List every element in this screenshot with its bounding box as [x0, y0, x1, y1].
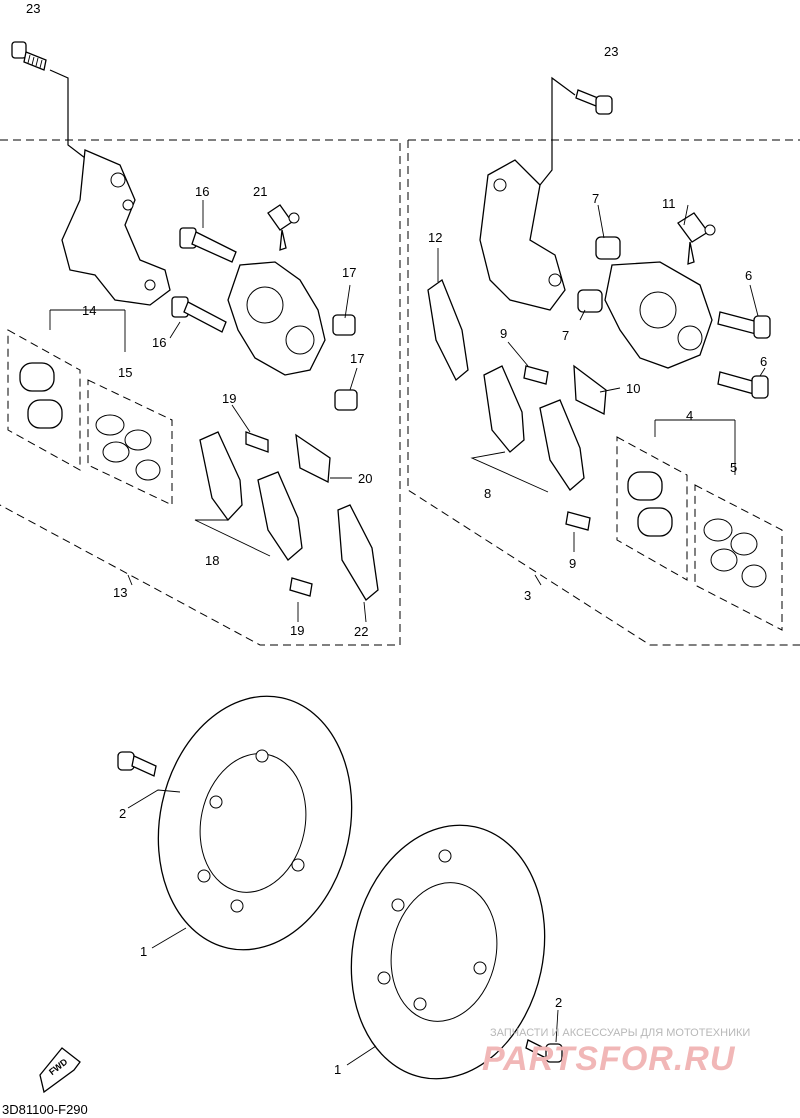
bushing-17-upper: [332, 314, 356, 336]
callout-16-lower: 16: [152, 335, 166, 350]
pad-spring-9-lower: [565, 511, 591, 531]
seals-5: [703, 518, 767, 588]
callout-20: 20: [358, 471, 372, 486]
bushing-17-lower: [334, 389, 358, 411]
pin-bolt-16-upper: [179, 227, 237, 263]
caliper-bracket-right: [479, 159, 566, 311]
brake-pad-18-outer: [199, 431, 243, 522]
bushing-7-upper: [595, 236, 621, 260]
pad-spring-19-upper: [245, 431, 269, 453]
forward-arrow-icon: FWD: [39, 1047, 81, 1094]
bushing-7-lower: [577, 289, 603, 313]
callout-11: 11: [662, 196, 676, 211]
watermark-brand: PARTSFOR.RU: [482, 1040, 736, 1078]
pin-bolt-6-lower: [717, 371, 769, 399]
brake-pad-18-inner: [257, 471, 303, 561]
watermark-logo: ЗАПЧАСТИ И АКСЕССУАРЫ ДЛЯ МОТОТЕХНИКИ PA…: [482, 1027, 750, 1078]
callout-9-upper: 9: [500, 326, 507, 341]
callout-7-upper: 7: [592, 191, 599, 206]
callout-1-left: 1: [140, 944, 147, 959]
callout-15: 15: [118, 365, 132, 380]
callout-8: 8: [484, 486, 491, 501]
pad-spring-19-lower: [289, 577, 313, 597]
pad-spring-22: [337, 504, 379, 601]
piston-box-left: [7, 329, 81, 471]
pad-spring-12: [427, 278, 469, 382]
callout-19-lower: 19: [290, 623, 304, 638]
callout-13: 13: [113, 585, 127, 600]
callout-4: 4: [686, 408, 693, 423]
pin-bolt-6-upper: [717, 311, 771, 339]
callout-23-left: 23: [26, 1, 40, 16]
callout-21: 21: [253, 184, 267, 199]
callout-9-lower: 9: [569, 556, 576, 571]
callout-22: 22: [354, 624, 368, 639]
left-assembly-boundary: [0, 139, 401, 646]
disc-bolt-2-right: [525, 1039, 563, 1063]
callout-7-lower: 7: [562, 328, 569, 343]
callout-1-right: 1: [334, 1062, 341, 1077]
brake-disc-left: [157, 695, 353, 951]
bleed-screw-11: [677, 212, 716, 265]
pad-shim-10: [573, 364, 607, 416]
pin-bolt-16-lower: [171, 296, 227, 333]
callout-12: 12: [428, 230, 442, 245]
callouts: 23 23 16 16 21 17 17 14 15 19 20 18 19 2…: [26, 1, 767, 1077]
right-assembly-boundary: [407, 139, 800, 646]
callout-16-upper: 16: [195, 184, 209, 199]
watermark-tagline: ЗАПЧАСТИ И АКСЕССУАРЫ ДЛЯ МОТОТЕХНИКИ: [490, 1027, 750, 1039]
callout-10: 10: [626, 381, 640, 396]
callout-17-lower: 17: [350, 351, 364, 366]
pistons-4: [627, 471, 673, 537]
pistons-14: [19, 362, 63, 429]
bolt-23-right: [575, 89, 613, 115]
disc-bolt-2-left: [117, 751, 157, 777]
callout-5: 5: [730, 460, 737, 475]
brake-pad-8-inner: [539, 399, 585, 491]
callout-2-right: 2: [555, 995, 562, 1010]
seal-box-left: [87, 379, 173, 506]
bolt-23-left: [11, 41, 47, 71]
callout-19-upper: 19: [222, 391, 236, 406]
pad-spring-9-upper: [523, 365, 549, 385]
callout-3: 3: [524, 588, 531, 603]
diagram-code: 3D81100-F290: [2, 1102, 88, 1117]
callout-2-left: 2: [119, 806, 126, 821]
seals-15: [95, 414, 161, 481]
left-caliper-group: [0, 41, 401, 646]
bleed-screw-21: [267, 204, 300, 251]
callout-6-lower: 6: [760, 354, 767, 369]
callout-18: 18: [205, 553, 219, 568]
brake-pad-8-outer: [483, 365, 525, 453]
seal-box-right: [694, 484, 783, 631]
right-caliper-group: [407, 76, 800, 646]
callout-14: 14: [82, 303, 96, 318]
piston-box-right: [616, 436, 688, 581]
callout-17-upper: 17: [342, 265, 356, 280]
callout-23-right: 23: [604, 44, 618, 59]
pad-shim-20: [295, 433, 331, 484]
callout-6-upper: 6: [745, 268, 752, 283]
brake-disc-right: [350, 824, 546, 1080]
